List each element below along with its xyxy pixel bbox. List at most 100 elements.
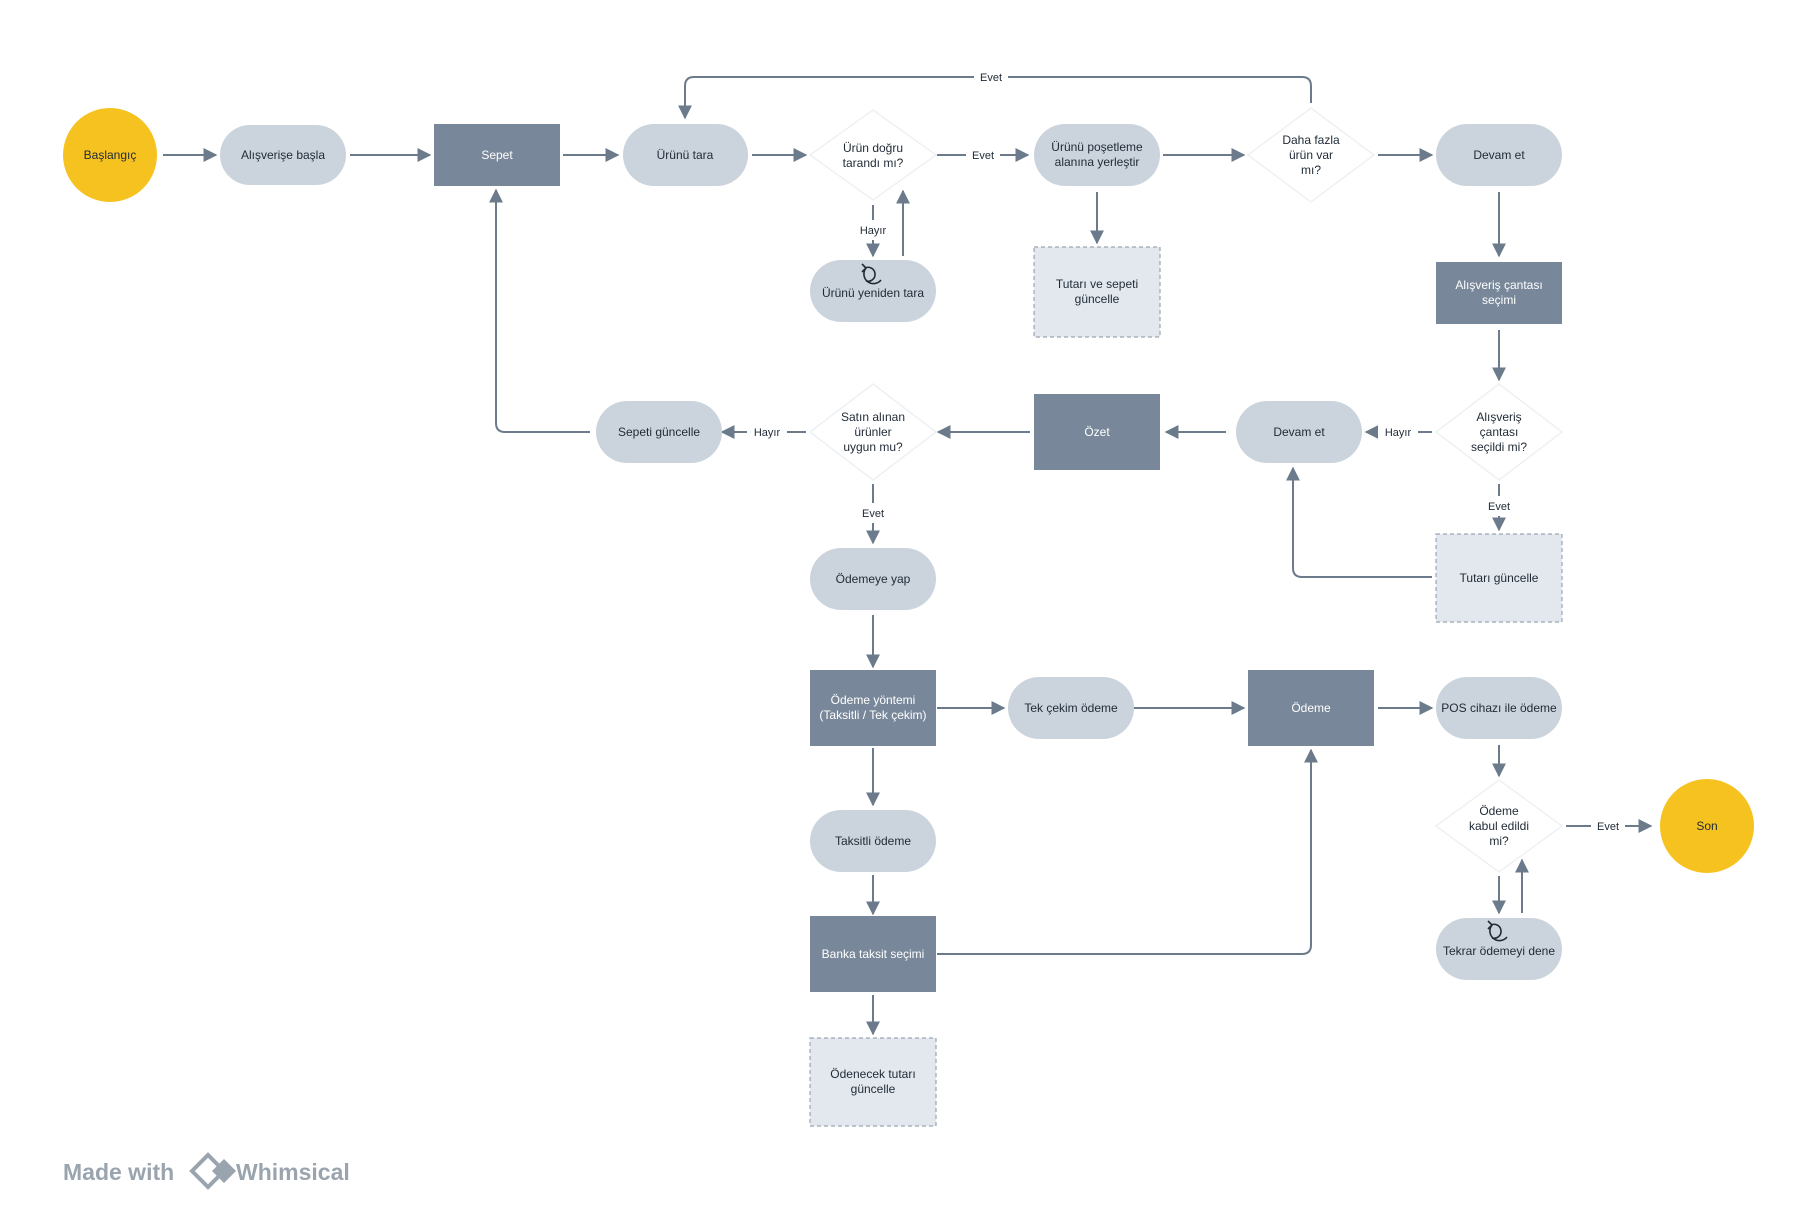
svg-text:Sepet: Sepet (481, 148, 513, 162)
place-bagging-label-1: Ürünü poşetleme (1051, 140, 1143, 154)
update-amount-cart-node[interactable] (1033, 246, 1161, 338)
edge-labels: Evet Evet Hayır Hayır Evet Hayır Evet Ev… (747, 67, 1625, 836)
svg-text:Tek çekim ödeme: Tek çekim ödeme (1024, 701, 1118, 715)
pos-payment-node[interactable] (1436, 677, 1562, 739)
svg-text:Alışverişe başla: Alışverişe başla (241, 148, 325, 162)
summary-label: Özet (1084, 425, 1110, 439)
single-payment-node[interactable] (1008, 677, 1134, 739)
update-amount-node[interactable] (1435, 533, 1563, 623)
items-ok-node[interactable] (808, 383, 938, 481)
bag-selected-node[interactable] (1434, 383, 1564, 481)
payment-method-label-1: Ödeme yöntemi (831, 693, 916, 707)
repeat-icon (861, 263, 882, 285)
edge-label-yes-loop: Evet (980, 72, 1002, 84)
items-ok-label-3: uygun mu? (843, 440, 903, 454)
bank-installment-label: Banka taksit seçimi (822, 947, 925, 961)
bag-selection-node[interactable] (1436, 262, 1562, 324)
svg-text:Taksitli ödeme: Taksitli ödeme (835, 834, 911, 848)
bag-selected-label-2: çantası (1480, 425, 1519, 439)
start-shopping-node[interactable] (220, 125, 346, 185)
update-amount-label: Tutarı güncelle (1460, 571, 1539, 585)
pill-nodes: Alışverişe başla Ürünü tara Ürünü yenide… (220, 124, 1562, 980)
bag-selection-label-1: Alışveriş çantası (1455, 278, 1542, 292)
scanned-correctly-label-1: Ürün doğru (843, 141, 903, 155)
edge-label-no-scanned: Hayır (860, 225, 887, 237)
svg-text:Ödeme: Ödeme (1291, 701, 1331, 715)
retry-payment-label: Tekrar ödemeyi dene (1443, 944, 1555, 958)
scanned-correctly-node[interactable] (808, 109, 938, 201)
make-payment-node[interactable] (810, 548, 936, 610)
end-label: Son (1696, 819, 1717, 833)
bag-selection-label-2: seçimi (1482, 293, 1516, 307)
update-payable-node[interactable] (809, 1037, 937, 1127)
svg-text:Ödemeye yap: Ödemeye yap (836, 572, 911, 586)
edge-label-yes-scanned: Evet (972, 150, 994, 162)
watermark: Made with Whimsical (63, 1152, 350, 1190)
end-node[interactable] (1660, 779, 1754, 873)
payment-method-node[interactable] (810, 670, 936, 746)
svg-text:Tutarı güncelle: Tutarı güncelle (1460, 571, 1539, 585)
rescan-node[interactable] (810, 260, 936, 322)
watermark-made-with: Made with (63, 1159, 174, 1185)
more-items-label-3: mı? (1301, 163, 1321, 177)
rescan-label: Ürünü yeniden tara (822, 286, 924, 300)
edge-label-yes-accepted: Evet (1597, 821, 1619, 833)
continue-top-node[interactable] (1436, 124, 1562, 186)
continue-mid-node[interactable] (1236, 401, 1362, 463)
cart-label: Sepet (481, 148, 513, 162)
place-bagging-node[interactable] (1034, 124, 1160, 186)
more-items-node[interactable] (1246, 107, 1376, 203)
payment-accepted-label-2: kabul edildi (1469, 819, 1529, 833)
edge-label-yes-bag: Evet (1488, 501, 1510, 513)
edge-label-yes-items: Evet (862, 508, 884, 520)
svg-text:Ödeme yöntemi(Taksitli / Tek ç: Ödeme yöntemi(Taksitli / Tek çekim) (819, 693, 926, 722)
items-ok-label-1: Satın alınan (841, 410, 905, 424)
svg-text:Tekrar ödemeyi dene: Tekrar ödemeyi dene (1443, 944, 1555, 958)
update-payable-label-2: güncelle (851, 1082, 896, 1096)
svg-text:Devam et: Devam et (1473, 148, 1525, 162)
place-bagging-label-2: alanına yerleştir (1055, 155, 1140, 169)
summary-node[interactable] (1034, 394, 1160, 470)
retry-payment-node[interactable] (1436, 918, 1562, 980)
payment-accepted-node[interactable] (1434, 779, 1564, 873)
svg-text:Özet: Özet (1084, 425, 1110, 439)
edge-update-to-continue (1286, 466, 1432, 578)
edge-bank-to-payment (937, 748, 1318, 955)
bank-installment-node[interactable] (810, 916, 936, 992)
whimsical-logo-icon (189, 1152, 236, 1190)
payment-method-label-2: (Taksitli / Tek çekim) (819, 708, 926, 722)
update-cart-label: Sepeti güncelle (618, 425, 700, 439)
scan-product-node[interactable] (623, 124, 748, 186)
repeat-icon (1487, 920, 1508, 942)
continue-mid-label: Devam et (1273, 425, 1325, 439)
svg-text:Banka taksit seçimi: Banka taksit seçimi (822, 947, 925, 961)
payment-node[interactable] (1248, 670, 1374, 746)
scanned-correctly-label-2: tarandı mı? (843, 156, 904, 170)
more-items-label-2: ürün var (1289, 148, 1333, 162)
bag-selected-label-1: Alışveriş (1476, 410, 1521, 424)
single-payment-label: Tek çekim ödeme (1024, 701, 1118, 715)
make-payment-label: Ödemeye yap (836, 572, 911, 586)
scan-product-label: Ürünü tara (657, 148, 714, 162)
more-items-label-1: Daha fazla (1282, 133, 1340, 147)
installment-payment-label: Taksitli ödeme (835, 834, 911, 848)
installment-payment-node[interactable] (810, 810, 936, 872)
cart-node[interactable] (434, 124, 560, 186)
payment-accepted-label-3: mi? (1489, 834, 1509, 848)
svg-text:Ürünü tara: Ürünü tara (657, 148, 714, 162)
start-node[interactable] (63, 108, 157, 202)
update-payable-label-1: Ödenecek tutarı (830, 1067, 915, 1081)
update-cart-node[interactable] (596, 401, 722, 463)
